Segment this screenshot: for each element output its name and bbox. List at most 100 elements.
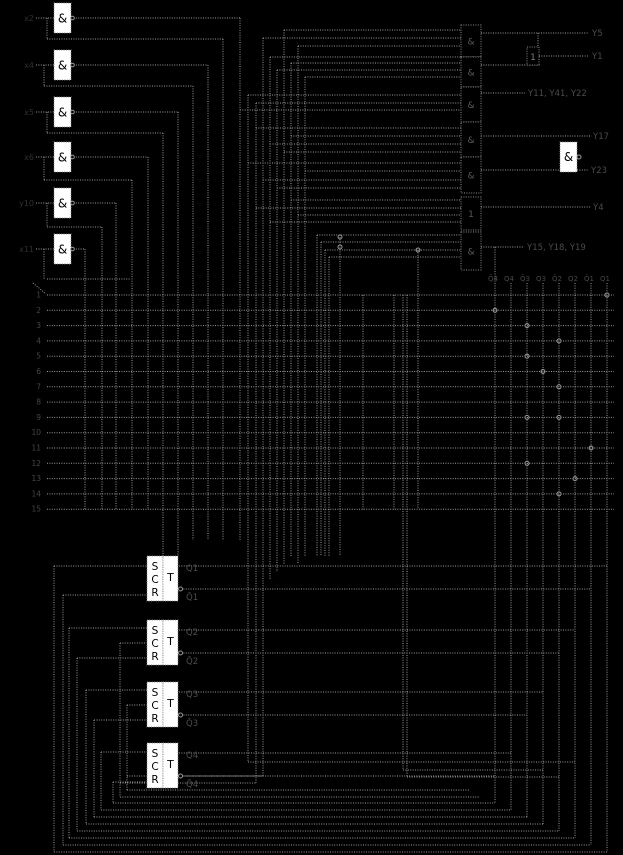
- ff-qbar-label: Q̄4: [186, 778, 198, 790]
- matrix-row-label: 11: [31, 444, 41, 453]
- and-gate-symbol: &: [58, 59, 67, 73]
- ff-c-label: C: [151, 761, 158, 773]
- ff-tbox: [162, 742, 179, 789]
- output-label: Y15, Y18, Y19: [526, 243, 586, 253]
- ff-t-label: T: [166, 635, 174, 648]
- or-gate-symbol: &: [467, 248, 474, 258]
- connection-dot: [556, 338, 562, 344]
- ff-qbar-label: Q̄2: [186, 655, 198, 667]
- ff-c-label: C: [151, 574, 158, 586]
- connection-dot: [524, 353, 530, 359]
- ff-r-label: R: [151, 651, 158, 663]
- matrix-row-label: 15: [31, 505, 41, 514]
- ff-q-label: Q3: [186, 690, 198, 700]
- connection-dot: [588, 445, 594, 451]
- bus-label: Q2: [568, 275, 578, 283]
- connection-dot: [415, 247, 421, 253]
- matrix-row-label: 14: [31, 489, 41, 498]
- ff-output-dot: [178, 773, 183, 779]
- output-label: Y23: [590, 166, 607, 176]
- connection-dot: [556, 384, 562, 390]
- ff-s-label: S: [152, 748, 159, 760]
- ff-r-label: R: [151, 713, 158, 725]
- or-gate-symbol: &: [467, 69, 474, 79]
- matrix-row-label: 7: [36, 382, 41, 391]
- ff-r-label: R: [151, 587, 158, 599]
- ff-q-label: Q4: [186, 751, 198, 761]
- input-label: y10: [19, 199, 34, 208]
- and-output-symbol: &: [564, 150, 573, 164]
- output-label: Y4: [592, 203, 604, 213]
- matrix-row-label: 5: [36, 352, 41, 361]
- ff-c-label: C: [151, 700, 158, 712]
- input-label: x2: [24, 14, 34, 23]
- or-gate-symbol: &: [467, 172, 474, 182]
- bus-label: Q̄1: [584, 274, 594, 283]
- ff-tbox: [162, 555, 179, 602]
- or-gate-box: [460, 231, 482, 271]
- ff-tbox: [162, 619, 179, 666]
- inverter-box: [526, 46, 540, 66]
- matrix-row-label: 1: [36, 291, 41, 300]
- matrix-row-label: 2: [36, 306, 41, 315]
- or-gate-symbol: &: [467, 101, 474, 111]
- ff-t-label: T: [166, 571, 174, 584]
- and-output-bubble: [576, 154, 582, 160]
- gate-output-dot: [70, 109, 75, 115]
- ff-output-dot: [178, 650, 183, 656]
- ff-qbar-label: Q̄1: [186, 591, 198, 603]
- ff-output-dot: [178, 712, 183, 718]
- ff-qbar-label: Q̄3: [186, 717, 198, 729]
- connection-dot: [556, 414, 562, 420]
- ff-s-label: S: [152, 687, 159, 699]
- ff-output-dot: [178, 586, 183, 592]
- connection-dot: [572, 476, 578, 482]
- matrix-row-label: 13: [31, 474, 41, 483]
- and-gate-symbol: &: [58, 243, 67, 257]
- output-label: Y17: [592, 132, 609, 142]
- connection-dot: [492, 307, 498, 313]
- gate-output-dot: [70, 200, 75, 206]
- ff-t-label: T: [166, 758, 174, 771]
- ff-tbox: [162, 681, 179, 728]
- ff-q-label: Q1: [186, 564, 198, 574]
- ff-s-label: S: [152, 625, 159, 637]
- wire: [32, 282, 47, 295]
- inverter-symbol: 1: [530, 53, 536, 63]
- matrix-row-label: 12: [31, 459, 41, 468]
- or-gate-box: [460, 196, 482, 231]
- input-label: x6: [24, 153, 34, 162]
- ff-t-label: T: [166, 697, 174, 710]
- ff-s-label: S: [152, 561, 159, 573]
- connection-dot: [540, 369, 546, 374]
- bus-label: Q̄4: [488, 274, 499, 283]
- connection-dot: [337, 244, 343, 250]
- or-gate-box: [460, 24, 482, 58]
- connection-dot: [556, 491, 562, 497]
- bus-label: Q̄2: [552, 274, 562, 283]
- or-gate-symbol: &: [467, 136, 474, 146]
- and-gate-symbol: &: [58, 106, 67, 120]
- input-label: x4: [24, 61, 34, 70]
- ff-q-label: Q2: [186, 628, 198, 638]
- gate-output-dot: [70, 62, 75, 68]
- output-label: Y1: [591, 52, 603, 62]
- input-label: x11: [19, 245, 34, 254]
- output-label: Y5: [591, 29, 603, 39]
- or-gate-box: [460, 156, 482, 194]
- and-gate-symbol: &: [58, 197, 67, 211]
- connection-dot: [604, 292, 610, 298]
- gate-output-dot: [70, 154, 75, 160]
- matrix-row-label: 3: [36, 321, 41, 330]
- matrix-row-label: 10: [31, 428, 41, 437]
- input-label: x5: [24, 108, 34, 117]
- matrix-row-label: 9: [36, 413, 41, 422]
- gate-output-dot: [70, 246, 75, 252]
- matrix-row-label: 4: [36, 336, 41, 345]
- output-label: Y11, Y41, Y22: [527, 89, 587, 99]
- matrix-row-label: 8: [36, 398, 41, 407]
- connection-dot: [337, 234, 343, 240]
- connection-dot: [524, 460, 530, 466]
